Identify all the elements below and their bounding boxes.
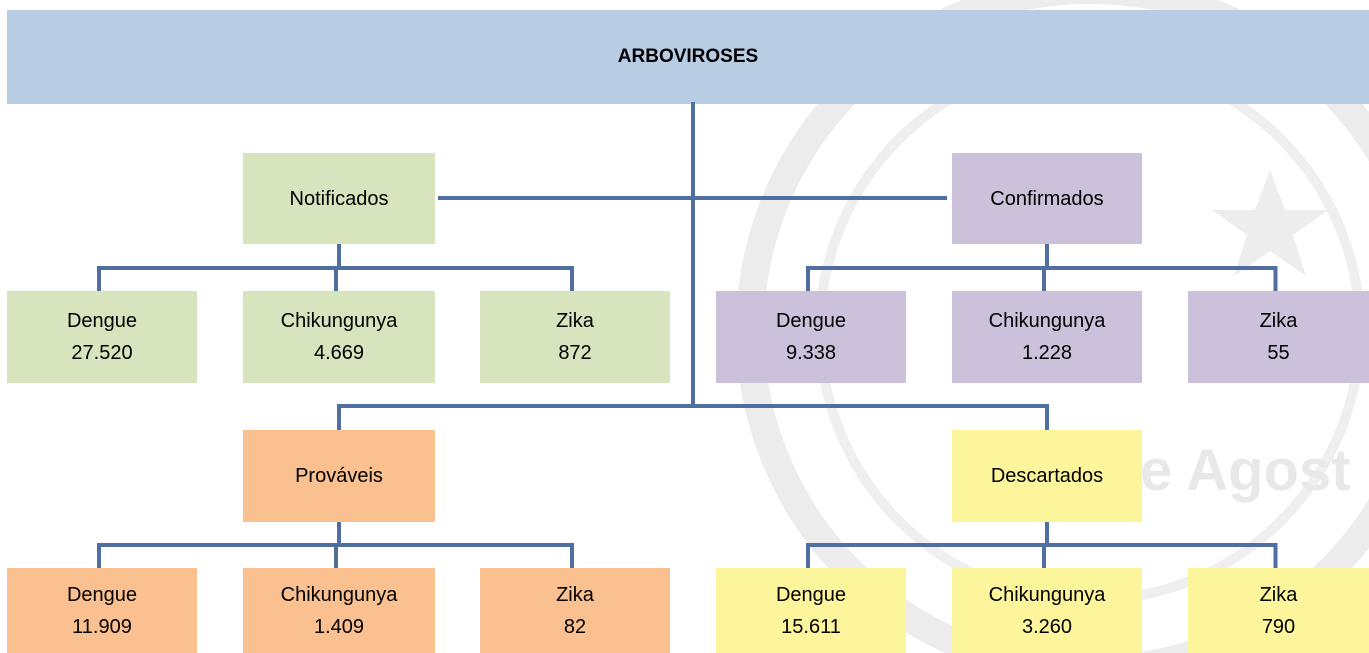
case-count: 9.338: [785, 342, 837, 364]
provaveis-zika-box: Zika 82: [480, 568, 670, 653]
provaveis-label: Prováveis: [295, 465, 383, 487]
title-box: ARBOVIROSES: [7, 10, 1369, 104]
watermark-text: e Agost: [1140, 438, 1351, 503]
disease-name: Chikungunya: [988, 583, 1106, 606]
disease-name: Dengue: [775, 310, 847, 332]
notificados-zika-box: Zika 872: [480, 291, 670, 383]
case-count: 55: [1267, 342, 1290, 364]
descartados-label: Descartados: [990, 465, 1104, 487]
descartados-box: Descartados: [952, 430, 1142, 522]
case-count: 872: [558, 342, 592, 364]
disease-name: Zika: [1259, 583, 1298, 606]
confirmados-chikungunya-box: Chikungunya 1.228: [952, 291, 1142, 383]
confirmados-dengue-box: Dengue 9.338: [716, 291, 906, 383]
case-count: 82: [563, 615, 587, 638]
notificados-chikungunya-box: Chikungunya 4.669: [243, 291, 435, 383]
case-count: 790: [1261, 615, 1296, 638]
title-label: ARBOVIROSES: [617, 46, 759, 67]
disease-name: Chikungunya: [280, 583, 398, 606]
notificados-dengue-box: Dengue 27.520: [7, 291, 197, 383]
disease-name: Chikungunya: [988, 310, 1106, 332]
case-count: 1.228: [1021, 342, 1073, 364]
descartados-chikungunya-box: Chikungunya 3.260: [952, 568, 1142, 653]
confirmados-zika-box: Zika 55: [1188, 291, 1369, 383]
notificados-label: Notificados: [289, 187, 389, 210]
case-count: 11.909: [72, 615, 132, 638]
provaveis-chikungunya-box: Chikungunya 1.409: [243, 568, 435, 653]
provaveis-box: Prováveis: [243, 430, 435, 522]
case-count: 1.409: [313, 615, 365, 638]
case-count: 3.260: [1021, 615, 1073, 638]
case-count: 4.669: [313, 342, 365, 364]
descartados-zika-box: Zika 790: [1188, 568, 1369, 653]
descartados-dengue-box: Dengue 15.611: [716, 568, 906, 653]
disease-name: Chikungunya: [280, 310, 398, 332]
disease-name: Dengue: [66, 583, 138, 606]
disease-name: Zika: [556, 583, 594, 606]
provaveis-dengue-box: Dengue 11.909: [7, 568, 197, 653]
case-count: 15.611: [781, 615, 841, 638]
disease-name: Dengue: [775, 583, 847, 606]
case-count: 27.520: [71, 342, 133, 364]
confirmados-box: Confirmados: [952, 153, 1142, 244]
confirmados-label: Confirmados: [990, 187, 1104, 210]
notificados-box: Notificados: [243, 153, 435, 244]
disease-name: Zika: [1259, 310, 1298, 332]
disease-name: Zika: [556, 310, 594, 332]
disease-name: Dengue: [66, 310, 138, 332]
